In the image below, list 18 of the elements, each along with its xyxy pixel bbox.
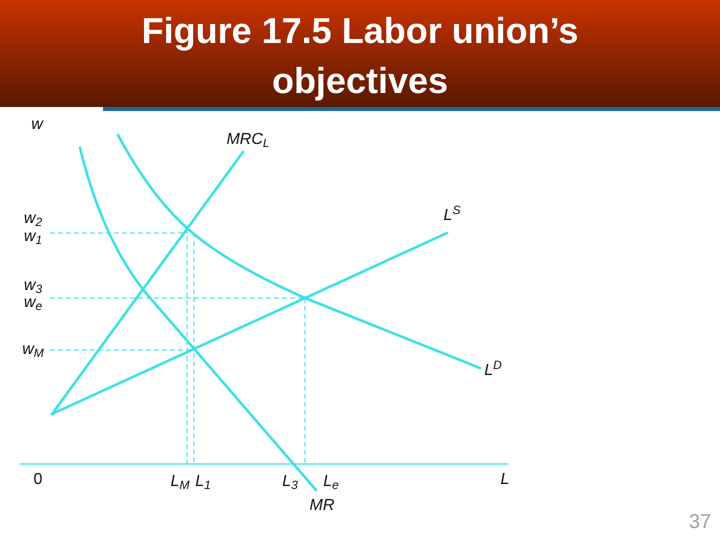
curve-label: MR: [310, 498, 334, 514]
axis-label: L$_{3}$: [282, 474, 298, 490]
slide-title: Figure 17.5 Labor union’s objectives: [140, 9, 580, 103]
curve-label: MRC$_{L}$: [226, 132, 270, 148]
axis-label: L$_{1}$: [195, 474, 211, 490]
axis-label: L$_{e}$: [323, 474, 339, 490]
axis-label: w$_{e}$: [24, 295, 42, 311]
axis-label: w: [31, 117, 43, 133]
axis-label: 0: [34, 472, 42, 488]
axis-label: w$_{3}$: [24, 278, 42, 294]
axis-label: w$_{2}$: [24, 211, 42, 227]
axis-label: w$_{M}$: [22, 342, 44, 358]
curve-label: L$^{D}$: [484, 363, 502, 379]
curve-label: L$^{S}$: [444, 208, 460, 224]
page-number: 37: [688, 512, 712, 532]
axis-label: L$_{M}$: [170, 474, 190, 490]
axis-label: L: [500, 472, 510, 488]
axis-label: w$_{1}$: [24, 229, 42, 245]
